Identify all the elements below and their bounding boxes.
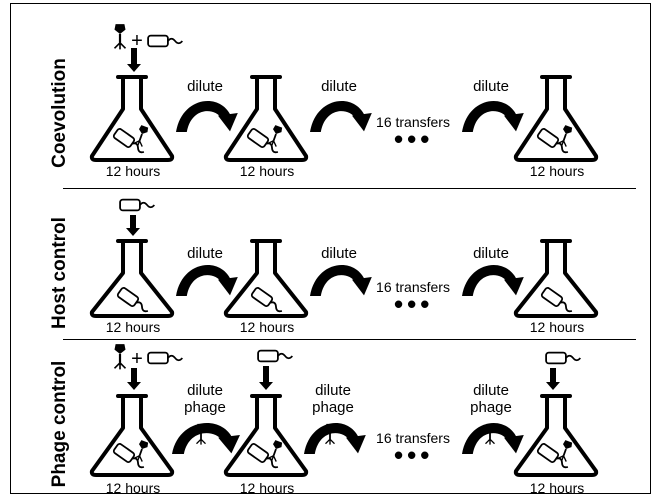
flask-icon xyxy=(513,75,599,162)
phage-icon xyxy=(113,24,127,50)
phage-icon xyxy=(557,125,573,147)
row-divider xyxy=(63,188,636,189)
dilute-label: dilute xyxy=(315,382,351,399)
arrow-down-icon xyxy=(126,215,140,236)
curved-arrow-icon xyxy=(310,265,372,296)
phage-label: phage xyxy=(312,399,354,416)
row-divider xyxy=(63,339,636,340)
dilute-label: dilute xyxy=(187,382,223,399)
figure-frame xyxy=(10,3,651,494)
dilute-label: dilute xyxy=(473,245,509,262)
plus-sign: + xyxy=(131,348,143,370)
flask-caption: 12 hours xyxy=(239,480,295,496)
flask-caption: 12 hours xyxy=(529,480,585,496)
transfers-label: 16 transfers xyxy=(376,430,450,446)
curved-arrow-icon xyxy=(172,423,240,454)
phage-label: phage xyxy=(184,399,226,416)
phage-icon xyxy=(133,125,149,147)
curved-arrow-icon xyxy=(176,101,238,132)
flask-icon xyxy=(513,394,599,477)
flask-icon xyxy=(89,239,175,318)
bacterium-icon xyxy=(116,287,149,313)
flask-icon xyxy=(513,239,599,318)
plus-sign: + xyxy=(131,30,143,52)
arrow-down-icon xyxy=(546,368,560,390)
dilute-label: dilute xyxy=(321,245,357,262)
curved-arrow-icon xyxy=(462,101,524,132)
phage-label: phage xyxy=(470,399,512,416)
bacterium-icon xyxy=(147,34,184,48)
flask-caption: 12 hours xyxy=(529,163,585,179)
phage-icon xyxy=(267,125,283,147)
arrow-down-icon xyxy=(127,368,141,390)
transfers-label: 16 transfers xyxy=(376,279,450,295)
bacterium-icon xyxy=(112,128,145,154)
phage-icon xyxy=(485,423,495,445)
flask-icon xyxy=(223,394,309,477)
phage-icon xyxy=(113,344,127,370)
curved-arrow-icon xyxy=(304,423,366,454)
flask-icon xyxy=(223,239,309,318)
flask-caption: 12 hours xyxy=(105,319,161,335)
arrow-down-icon xyxy=(127,48,141,72)
flask-caption: 12 hours xyxy=(239,319,295,335)
arrow-down-icon xyxy=(259,366,273,390)
flask-icon xyxy=(89,75,175,162)
dilute-label: dilute xyxy=(321,78,357,95)
flask-caption: 12 hours xyxy=(529,319,585,335)
bacterium-icon xyxy=(119,198,156,212)
bacterium-icon xyxy=(257,349,294,363)
flask-icon xyxy=(223,75,309,162)
phage-icon xyxy=(325,423,335,445)
phage-icon xyxy=(196,423,206,445)
phage-icon xyxy=(557,440,573,462)
bacterium-icon xyxy=(147,351,184,365)
phage-icon xyxy=(267,440,283,462)
bacterium-icon xyxy=(545,351,582,365)
dilute-label: dilute xyxy=(473,78,509,95)
dilute-label: dilute xyxy=(187,245,223,262)
bacterium-icon xyxy=(540,287,573,313)
curved-arrow-icon xyxy=(176,265,238,296)
dilute-label: dilute xyxy=(473,382,509,399)
transfers-label: 16 transfers xyxy=(376,114,450,130)
dilute-label: dilute xyxy=(187,78,223,95)
flask-icon xyxy=(89,394,175,477)
phage-icon xyxy=(133,440,149,462)
flask-caption: 12 hours xyxy=(105,480,161,496)
curved-arrow-icon xyxy=(462,423,524,454)
flask-caption: 12 hours xyxy=(239,163,295,179)
curved-arrow-icon xyxy=(462,265,524,296)
flask-caption: 12 hours xyxy=(105,163,161,179)
curved-arrow-icon xyxy=(310,101,372,132)
bacterium-icon xyxy=(250,287,283,313)
